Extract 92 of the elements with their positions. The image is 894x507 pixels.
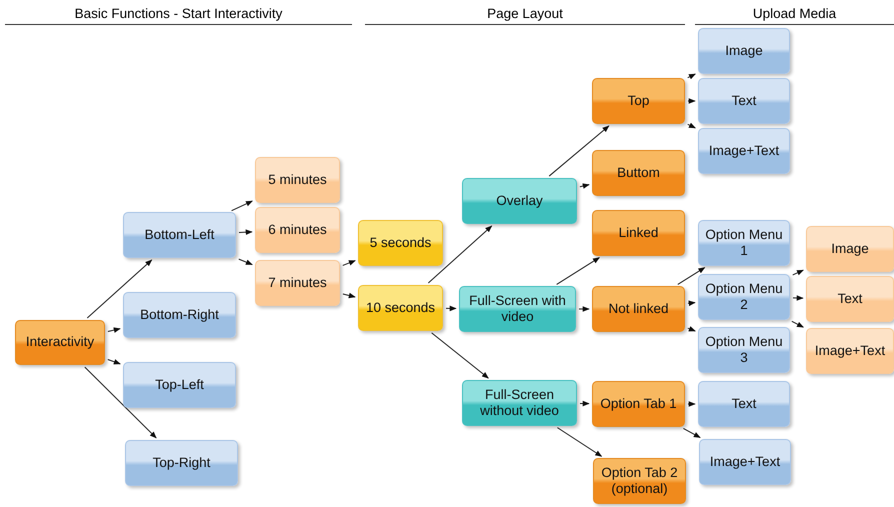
process-box [806, 328, 894, 374]
process-box [592, 78, 685, 124]
arrow [238, 258, 253, 266]
process-box [806, 276, 894, 322]
box-label: Overlay [496, 192, 543, 210]
process-box [592, 286, 685, 332]
arrow [231, 200, 253, 212]
box-label: Text [732, 92, 756, 110]
process-box [459, 286, 576, 332]
box-label: Text [732, 396, 756, 412]
arrow [687, 300, 696, 306]
arrow [682, 428, 701, 438]
box-label: Option Tab 1 [600, 396, 677, 412]
arrow [677, 267, 706, 285]
arrow [107, 327, 121, 333]
box-label: 5 minutes [268, 172, 327, 188]
box-label: Full-Screen without video [479, 386, 560, 420]
arrow [556, 427, 602, 457]
section-heading: Basic Functions - Start Interactivity [74, 6, 284, 21]
process-box [699, 439, 791, 485]
arrow [688, 98, 696, 104]
section-heading: Page Layout [486, 6, 564, 21]
box-label: Option Menu 3 [704, 334, 784, 366]
box-label: 7 minutes [268, 274, 327, 292]
box-label: Interactivity [26, 334, 94, 351]
process-box [806, 226, 894, 272]
arrow [238, 229, 253, 235]
process-box [698, 381, 790, 427]
box-label: 5 seconds [370, 234, 432, 252]
arrow [580, 400, 590, 406]
arrow [687, 122, 696, 128]
box-label: Linked [618, 224, 658, 242]
box-label: Top [628, 92, 650, 110]
arrow [579, 183, 590, 189]
process-box [592, 210, 685, 256]
box-label: Option Menu 2 [704, 280, 784, 314]
arrow [107, 359, 121, 364]
process-box [358, 285, 443, 331]
process-box [255, 260, 340, 306]
section-heading: Upload Media [752, 6, 838, 21]
process-box [593, 458, 686, 504]
process-box [592, 150, 685, 196]
box-label: Full-Screen with video [468, 292, 567, 326]
process-box [358, 220, 443, 266]
process-box [698, 327, 790, 373]
arrow [688, 401, 696, 407]
box-label: Image+Text [710, 454, 780, 470]
arrow [687, 74, 696, 80]
arrow [84, 366, 157, 438]
process-box [123, 292, 236, 338]
arrow [791, 320, 804, 328]
box-label: 10 seconds [366, 300, 436, 316]
box-label: Text [838, 290, 862, 308]
process-box [592, 381, 685, 427]
arrow [578, 306, 590, 312]
box-label: Bottom-Right [140, 306, 219, 324]
box-label: Buttom [617, 164, 660, 182]
box-label: Top-Left [155, 376, 204, 394]
process-box [123, 212, 236, 258]
arrow [446, 306, 457, 312]
arrow [687, 326, 696, 332]
arrow [431, 332, 489, 379]
process-box [698, 128, 790, 174]
process-box [698, 28, 790, 74]
arrow [342, 292, 356, 298]
box-label: Image+Text [708, 142, 780, 160]
arrow [342, 260, 356, 266]
arrow [792, 270, 804, 276]
process-box [698, 220, 790, 266]
process-box [698, 274, 790, 320]
box-label: Image [725, 42, 763, 60]
arrow [428, 226, 492, 284]
arrow [86, 260, 152, 318]
process-box [255, 157, 340, 203]
arrow [556, 257, 600, 285]
box-label: 6 minutes [268, 222, 327, 238]
arrow [548, 125, 610, 177]
process-box [698, 78, 790, 124]
box-label: Top-Right [152, 454, 210, 472]
process-box [255, 207, 340, 253]
process-box [462, 178, 577, 224]
process-box [462, 380, 577, 426]
process-box [123, 362, 236, 408]
process-box [125, 440, 238, 486]
box-label: Option Tab 2 (optional) [600, 464, 679, 498]
process-box [15, 320, 105, 365]
box-label: Not linked [608, 300, 669, 318]
box-label: Image+Text [814, 342, 886, 360]
box-label: Image [831, 240, 869, 258]
box-label: Option Menu 1 [704, 226, 784, 260]
box-label: Bottom-Left [144, 226, 214, 244]
arrow [792, 295, 804, 301]
